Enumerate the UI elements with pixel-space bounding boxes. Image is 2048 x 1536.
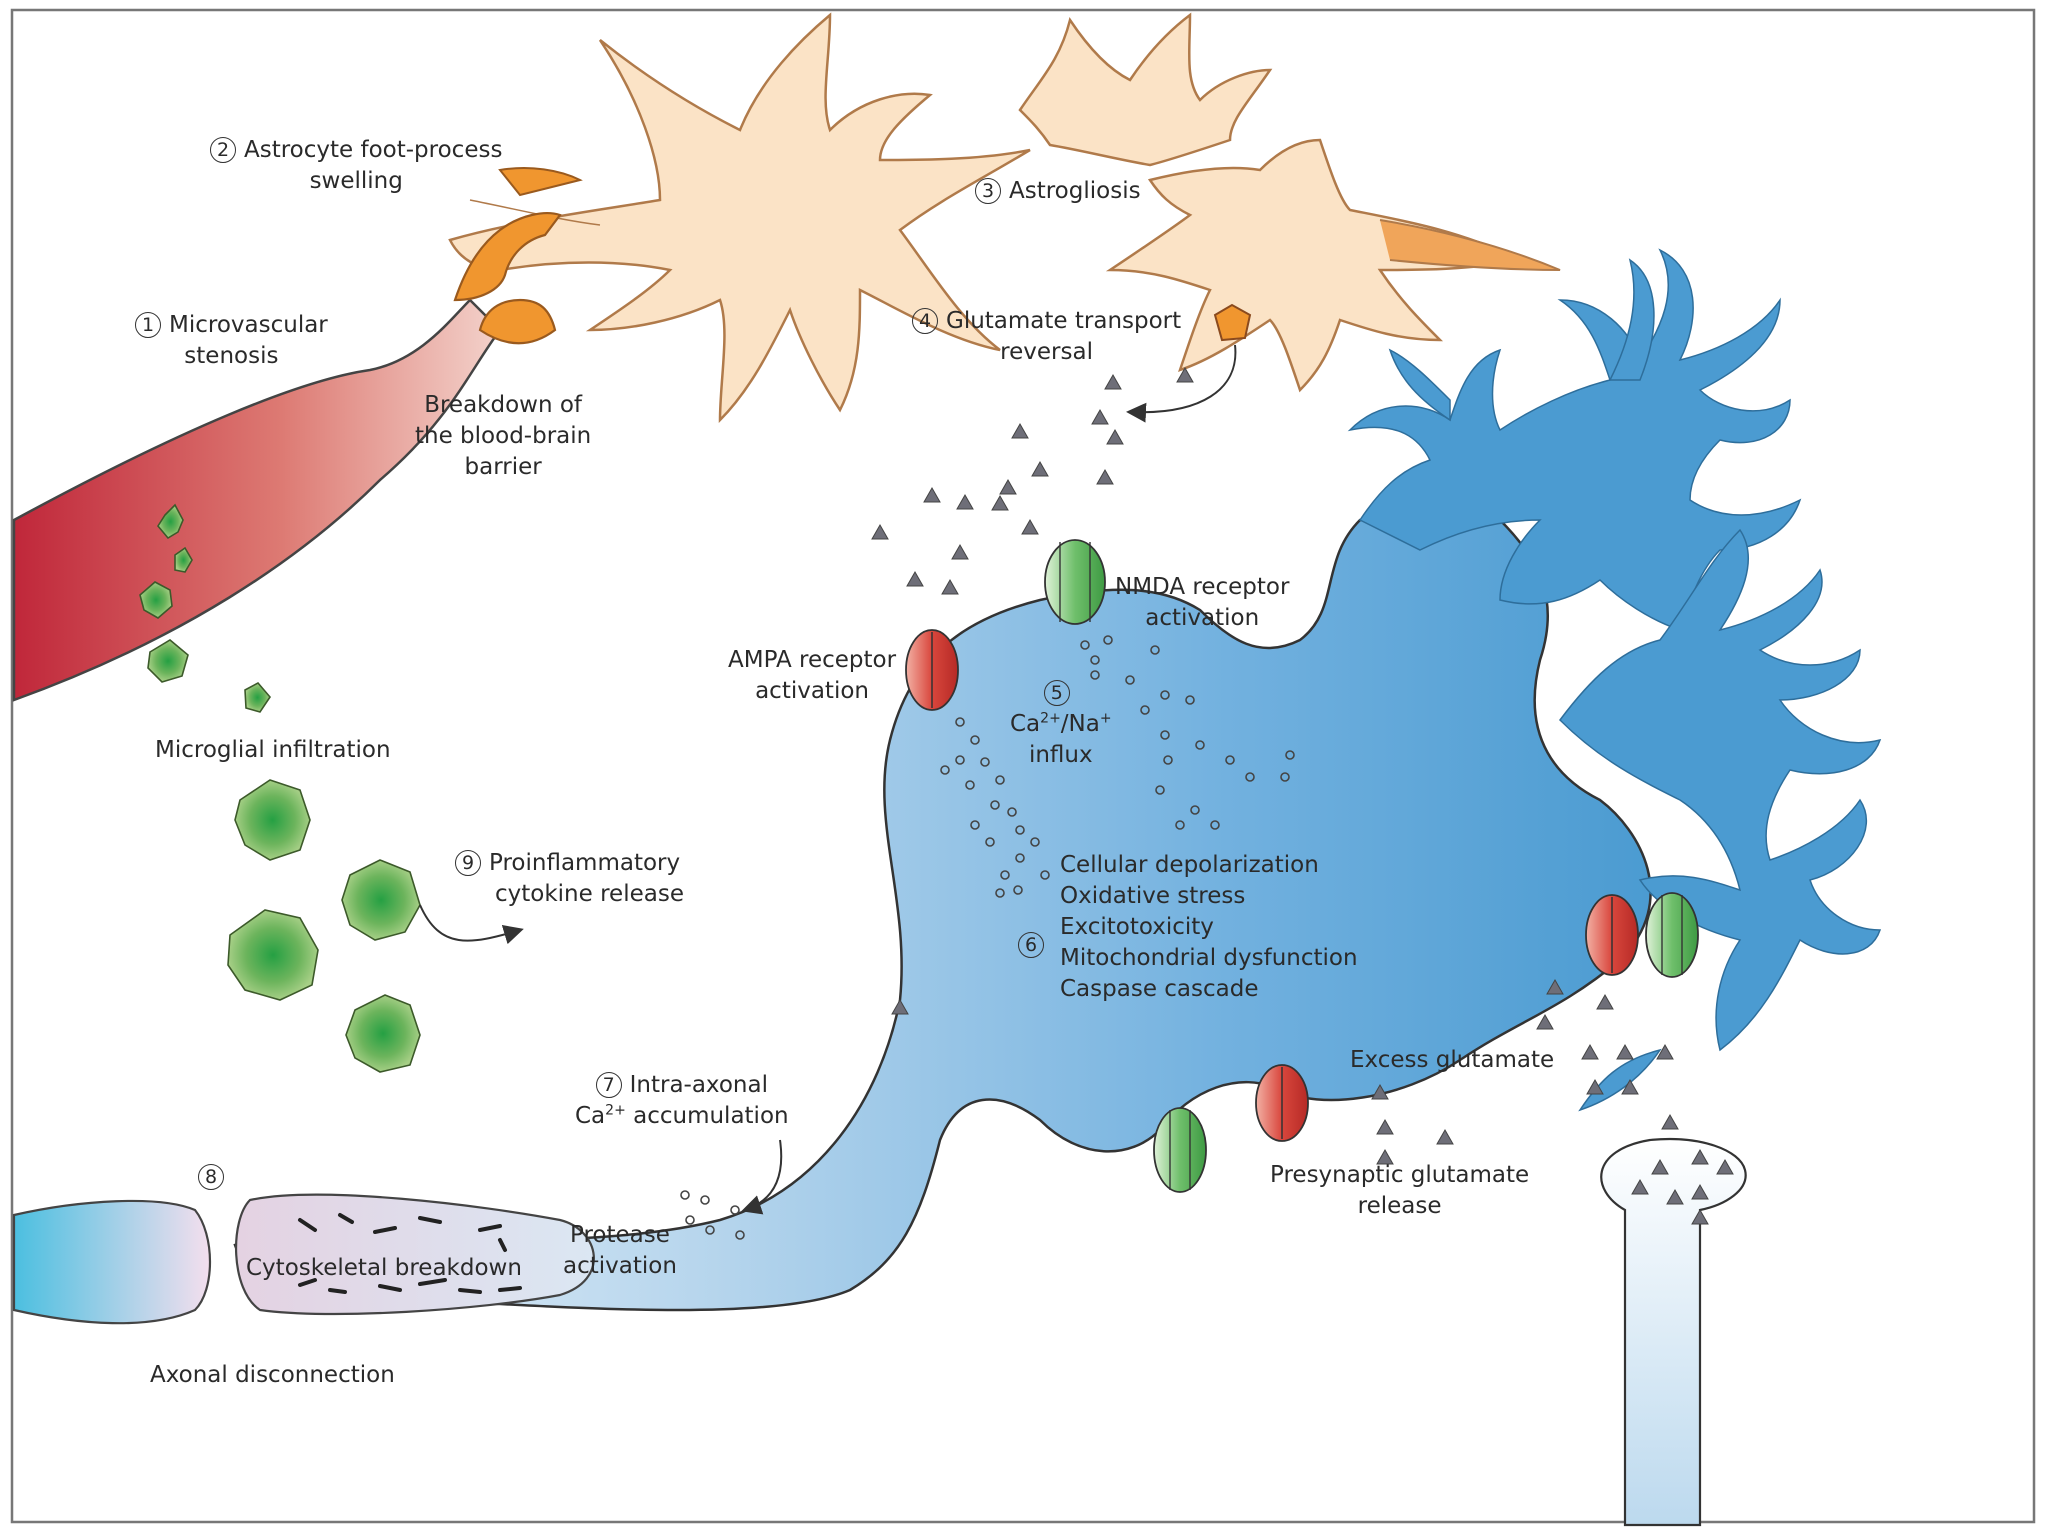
step-number-7: 7 <box>595 1072 622 1098</box>
axon-segment <box>235 1193 595 1316</box>
label-ampa-activation: AMPA receptor activation <box>728 645 896 707</box>
label-cytoskeletal-breakdown: Cytoskeletal breakdown <box>246 1255 522 1281</box>
glutamate-reversal-line1: Glutamate transport <box>946 308 1182 334</box>
step6-item-1: Cellular depolarization <box>1060 852 1319 878</box>
presyn-line2: release <box>1357 1193 1442 1219</box>
nmda-line1: NMDA receptor <box>1115 574 1290 600</box>
ampa-receptor-3 <box>1255 1064 1309 1142</box>
astrocyte-2 <box>1018 12 1273 167</box>
cytokine-line1: Proinflammatory <box>489 850 681 876</box>
stenosis-line2: stenosis <box>184 343 279 369</box>
protease-line2: activation <box>563 1253 677 1279</box>
label-bbb-breakdown: Breakdown of the blood-brain barrier <box>415 390 591 483</box>
intra-axonal-line1: Intra-axonal <box>629 1072 768 1098</box>
label-nmda-activation: NMDA receptor activation <box>1115 572 1289 634</box>
ca-charge: 2+ <box>1040 710 1061 727</box>
nmda-receptor-1 <box>1044 539 1106 625</box>
accumulation-arrow <box>741 1139 783 1215</box>
label-microvascular-stenosis: 1 Microvascular stenosis <box>135 310 328 372</box>
cytoskeletal-fragments <box>298 1213 522 1294</box>
bbb-line1: Breakdown of <box>424 392 583 418</box>
step6-item-4: Mitochondrial dysfunction <box>1060 945 1358 971</box>
bbb-line2: the blood-brain <box>415 423 592 449</box>
step-number-1: 1 <box>135 312 161 338</box>
intra-ca-text: Ca <box>575 1103 606 1129</box>
na-text: /Na <box>1060 711 1100 737</box>
neuron-body <box>233 518 1652 1312</box>
astrocyte-swelling-line2: swelling <box>309 168 403 194</box>
nmda-receptor-3 <box>1153 1107 1207 1193</box>
presynaptic-terminal <box>1600 1138 1747 1527</box>
label-protease-activation: Protease activation <box>563 1220 677 1282</box>
label-glutamate-reversal: 4 Glutamate transport reversal <box>912 306 1181 368</box>
na-charge: + <box>1099 710 1112 727</box>
glutamate-reversal-line2: reversal <box>1000 339 1093 365</box>
label-microglial-infiltration: Microglial infiltration <box>155 737 391 763</box>
step-number-5: 5 <box>1043 680 1070 706</box>
step-number-9: 9 <box>455 850 481 876</box>
step-number-3: 3 <box>975 178 1001 204</box>
label-step8: 8 <box>198 1162 232 1193</box>
step-number-4: 4 <box>912 308 938 334</box>
axon-stump <box>12 1199 211 1325</box>
protease-line1: Protease <box>570 1222 670 1248</box>
step6-item-5: Caspase cascade <box>1060 976 1259 1002</box>
step-number-8: 8 <box>198 1164 224 1190</box>
astrocyte-endfoot-lower <box>478 298 557 345</box>
glutamate-transporter <box>1213 303 1252 342</box>
astrocyte-endfoot-upper <box>453 212 562 302</box>
reversal-arrow <box>1126 344 1237 423</box>
label-astrocyte-swelling: 2 Astrocyte foot-process swelling <box>210 135 502 197</box>
step6-item-2: Oxidative stress <box>1060 883 1246 909</box>
label-excess-glutamate: Excess glutamate <box>1350 1047 1555 1073</box>
astrocyte-process-tip <box>498 167 583 197</box>
ampa-line2: activation <box>755 678 869 704</box>
neuron-dendrites <box>1347 248 1882 1112</box>
ampa-receptor-2 <box>1585 894 1639 976</box>
glutamate-molecules <box>871 366 1734 1225</box>
cytokine-line2: cytokine release <box>495 881 684 907</box>
cytokine-arrow <box>419 904 524 945</box>
ca-text: Ca <box>1010 711 1041 737</box>
nmda-line2: activation <box>1145 605 1260 631</box>
step-number-6: 6 <box>1018 932 1044 958</box>
intra-accumulation-text: accumulation <box>625 1103 789 1129</box>
astrogliosis-text: Astrogliosis <box>1009 178 1141 204</box>
step6-item-3: Excitotoxicity <box>1060 914 1214 940</box>
nmda-receptor-2 <box>1645 892 1699 978</box>
label-step6-number: 6 <box>1018 930 1052 961</box>
label-cytokine-release: 9 Proinflammatory cytokine release <box>455 848 684 910</box>
microglia-cells <box>139 503 421 1073</box>
ampa-receptor-1 <box>905 629 959 711</box>
label-intra-axonal-ca: 7 Intra-axonal Ca2+ accumulation <box>575 1070 789 1132</box>
label-presynaptic-release: Presynaptic glutamate release <box>1270 1160 1529 1222</box>
ampa-line1: AMPA receptor <box>728 647 897 673</box>
label-astrogliosis: 3 Astrogliosis <box>975 176 1141 207</box>
label-excitotoxicity-list: Cellular depolarization Oxidative stress… <box>1060 850 1358 1005</box>
presyn-line1: Presynaptic glutamate <box>1270 1162 1530 1188</box>
astrocyte-3 <box>1105 138 1561 393</box>
astrocyte-swelling-line1: Astrocyte foot-process <box>244 137 503 163</box>
step-number-2: 2 <box>210 137 236 163</box>
ions <box>680 635 1295 1240</box>
bbb-line3: barrier <box>464 454 542 480</box>
stenosis-line1: Microvascular <box>169 312 328 338</box>
label-ion-influx: 5 Ca2+/Na+ influx <box>1010 678 1112 771</box>
influx-text: influx <box>1028 742 1093 768</box>
intra-ca-charge: 2+ <box>605 1102 626 1119</box>
frame-border <box>10 8 2036 1524</box>
label-axonal-disconnection: Axonal disconnection <box>150 1362 395 1388</box>
